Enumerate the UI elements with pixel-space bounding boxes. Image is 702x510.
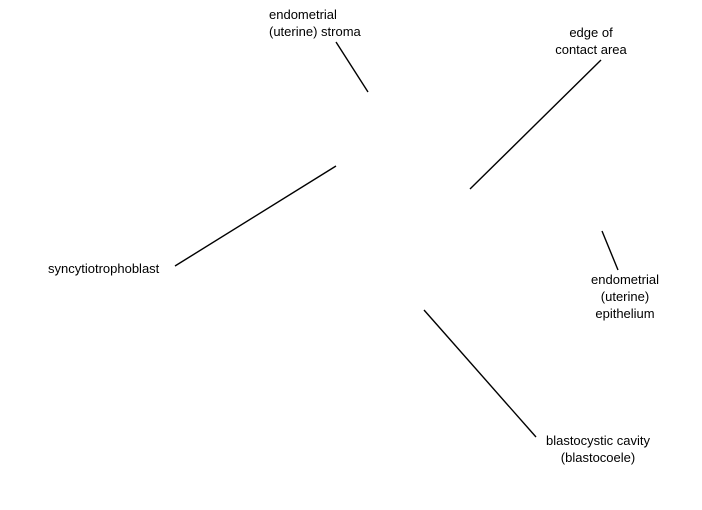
- syncytiotrophoblast-leader-line: [174, 165, 337, 267]
- contact-edge-leader-line: [469, 59, 602, 190]
- label-endometrial-stroma: endometrial (uterine) stroma: [269, 7, 361, 39]
- blastocoele-leader-line: [423, 309, 537, 438]
- epithelium-leader-line: [601, 230, 619, 271]
- label-blastocystic-cavity: blastocystic cavity (blastocoele): [545, 433, 651, 465]
- label-edge-of-contact-area: edge of contact area: [555, 25, 627, 57]
- stroma-leader-line: [335, 41, 369, 93]
- label-syncytiotrophoblast: syncytiotrophoblast: [48, 261, 160, 276]
- label-endometrial-epithelium: endometrial (uterine) epithelium: [591, 272, 659, 321]
